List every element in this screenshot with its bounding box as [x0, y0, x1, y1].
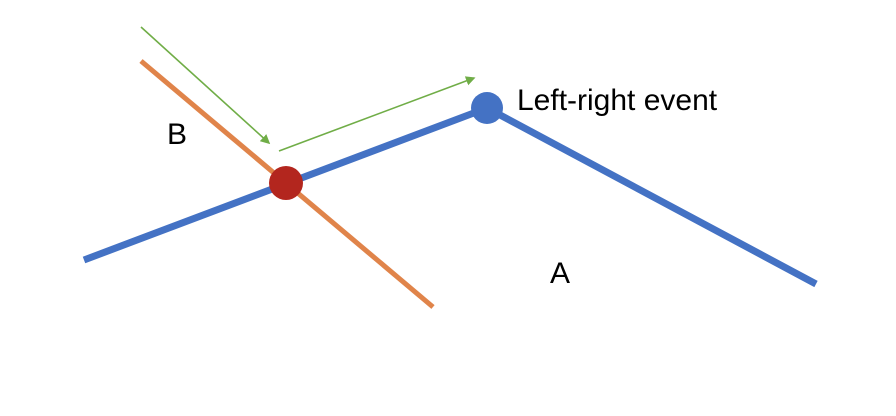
outgoing-arrow	[278, 76, 476, 152]
event-point	[471, 92, 503, 124]
line-a	[82, 104, 818, 288]
event-label: Left-right event	[517, 84, 718, 117]
line-a-label: A	[550, 257, 570, 290]
incoming-arrow	[140, 26, 271, 145]
intersection-point	[269, 166, 303, 200]
line-b-label: B	[167, 118, 187, 151]
